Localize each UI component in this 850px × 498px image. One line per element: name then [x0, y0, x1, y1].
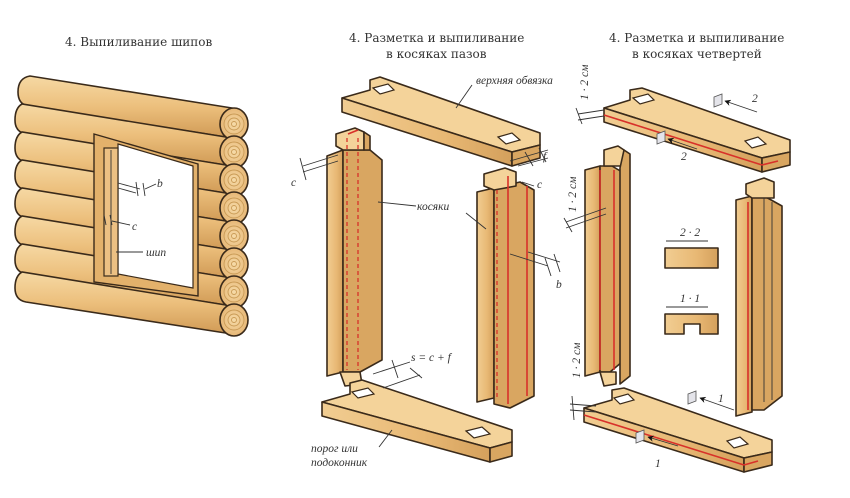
label-tenon: шип — [146, 247, 166, 259]
label-formula: s = c + f — [411, 352, 453, 364]
section-1-shape — [664, 313, 719, 335]
dimension-gap-bottom: 1 · 2 см — [569, 342, 597, 421]
label-c-left: c — [291, 177, 296, 189]
dimension-f: f c — [509, 147, 549, 191]
label-gap-top: 1 · 2 см — [579, 64, 591, 100]
panel3-title-line1: 4. Разметка и выпиливание — [609, 31, 784, 45]
panel-tenon-cutting: 4. Выпиливание шипов — [14, 35, 249, 337]
label-arrow-2-top: 2 — [752, 93, 758, 105]
dimension-b-jamb: b — [509, 251, 562, 291]
log — [14, 271, 233, 335]
section-2-shape — [664, 247, 719, 269]
label-f: f — [543, 151, 548, 163]
dimension-gap-top: 1 · 2 см — [575, 64, 605, 125]
label-arrow-1-bottom: 1 — [655, 458, 661, 470]
label-b-jamb: b — [556, 279, 562, 291]
left-jamb-rabbet: 1 · 2 см — [563, 145, 631, 387]
log-wall: b c шип — [14, 75, 249, 337]
tenon-pointer: шип — [116, 247, 166, 259]
sill: порог или подоконник — [311, 379, 513, 469]
log-ends — [219, 107, 249, 337]
label-jambs: косяки — [417, 201, 450, 213]
cross-section-2-2: 2 · 2 — [664, 227, 719, 269]
label-arrow-2-bottom: 2 — [681, 151, 687, 163]
top-rail: верхняя обвязка — [341, 75, 553, 167]
label-c: c — [132, 221, 137, 233]
panel-groove-marking: 4. Разметка и выпиливание в косяках пазо… — [291, 31, 562, 469]
right-jamb-rabbet — [735, 177, 783, 417]
label-top-rail: верхняя обвязка — [476, 75, 553, 87]
label-section-1: 1 · 1 — [680, 293, 700, 305]
label-sill-line1: порог или — [311, 443, 358, 455]
dimension-c-left: c — [291, 154, 339, 189]
panel2-title-line2: в косяках пазов — [386, 47, 487, 61]
panel-rabbet-marking: 4. Разметка и выпиливание в косяках четв… — [563, 31, 791, 473]
top-rail-rabbet: 2 2 1 · 2 см — [575, 64, 791, 173]
label-section-2: 2 · 2 — [680, 227, 700, 239]
label-c-right: c — [537, 179, 542, 191]
label-b: b — [157, 178, 163, 190]
label-gap-bottom: 1 · 2 см — [571, 342, 583, 378]
panel1-title: 4. Выпиливание шипов — [65, 35, 212, 49]
dimension-s: s = c + f — [372, 352, 453, 389]
cross-section-1-1: 1 · 1 — [664, 293, 719, 335]
label-gap-mid: 1 · 2 см — [567, 176, 579, 212]
dimension-c: c — [103, 214, 137, 233]
dimension-gap-mid: 1 · 2 см — [563, 176, 607, 233]
right-jamb: косяки — [417, 167, 535, 409]
dimension-b: b — [117, 178, 163, 197]
label-arrow-1-top: 1 — [718, 393, 724, 405]
label-sill-line2: подоконник — [311, 457, 368, 469]
panel2-title-line1: 4. Разметка и выпиливание — [349, 31, 524, 45]
left-jamb — [326, 127, 383, 387]
sill-rabbet: 1 1 1 · 2 см — [569, 342, 773, 473]
window-opening — [117, 143, 194, 289]
panel3-title-line2: в косяках четвертей — [632, 47, 762, 61]
